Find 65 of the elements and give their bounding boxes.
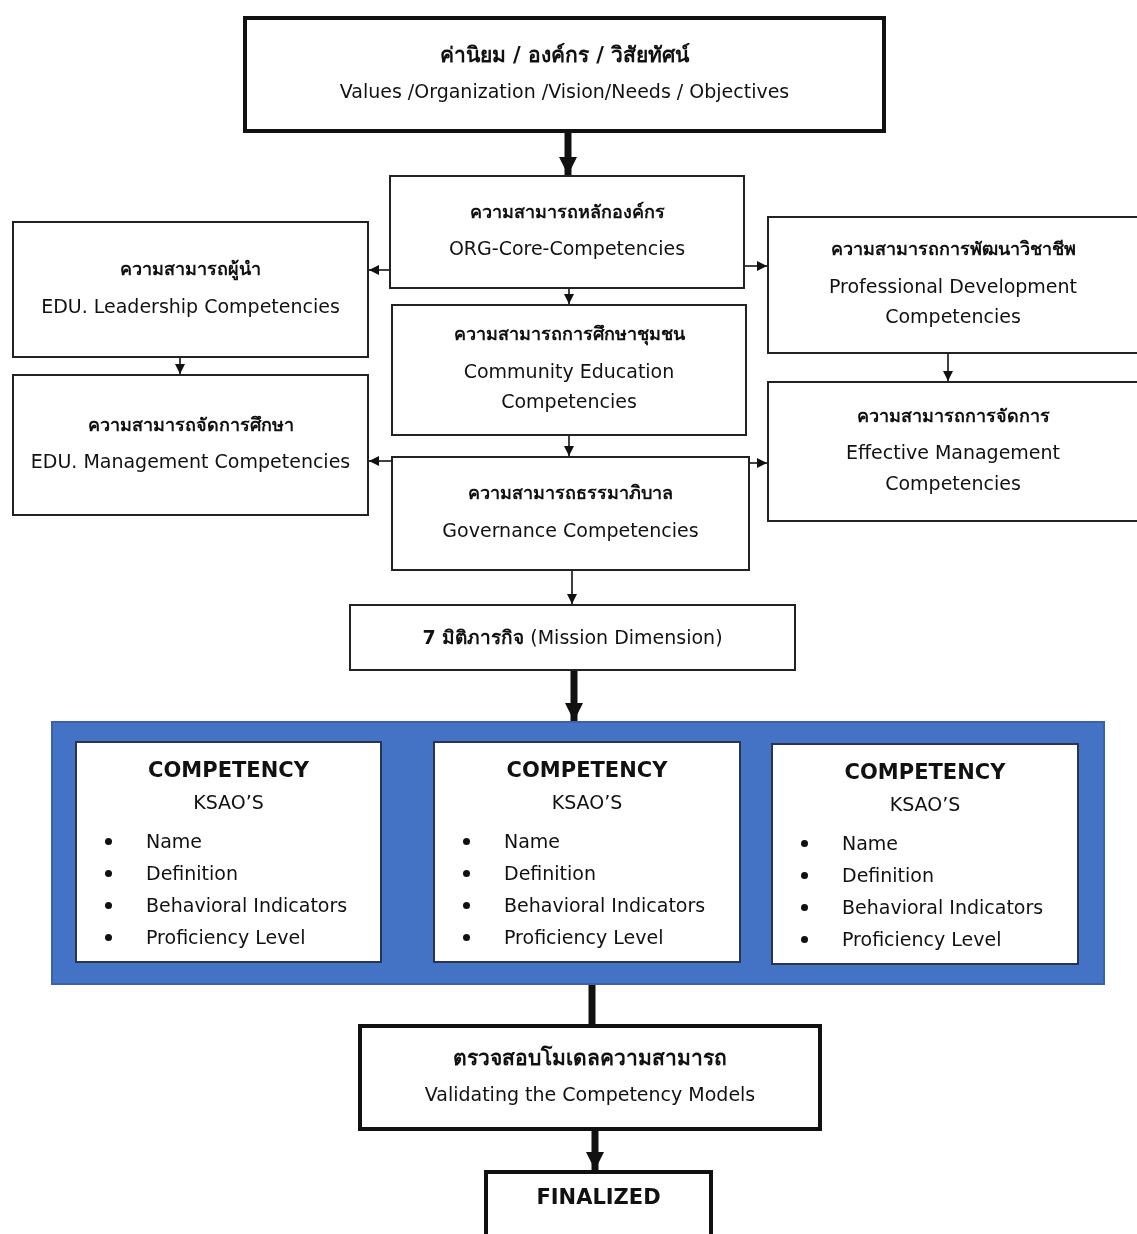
list-item: Proficiency Level [146,925,306,951]
process-box [391,456,750,571]
list-item: Definition [146,861,238,887]
node-heading: ความสามารถการจัดการ [856,404,1050,428]
arrow [586,1131,604,1170]
card-subtitle: KSAO’S [551,791,623,814]
list-item: Definition [842,863,934,889]
list-item: Name [504,829,561,855]
list-item: Definition [504,861,596,887]
node-text: Values /Organization /Vision/Needs / Objectives [339,79,790,105]
node-text: Community Education Competencies [462,358,676,415]
list-item: Name [842,831,899,857]
competency-card [75,741,382,963]
node-heading: ตรวจสอบโมเดลความสามารถ [453,1045,727,1072]
list-item: Proficiency Level [842,927,1002,953]
process-box [12,221,369,358]
node-text: Governance Competencies [442,517,699,543]
arrow [559,133,577,175]
arrow [749,458,768,468]
process-box [243,16,886,133]
process-box [389,175,745,289]
arrow [368,265,390,275]
card-title: COMPETENCY [148,757,309,784]
card-title: COMPETENCY [506,757,668,784]
arrow [943,353,953,382]
node-heading: ความสามารถการพัฒนาวิชาชีพ [830,238,1076,261]
arrow [744,261,768,271]
card-subtitle: KSAO’S [193,791,264,814]
arrow [565,671,583,721]
process-box [484,1170,713,1234]
node-heading: ความสามารถการศึกษาชุมชน [453,323,685,346]
arrow [564,288,574,305]
node-heading: ความสามารถผู้นำ [120,258,261,281]
node-heading: ความสามารถจัดการศึกษา [87,413,294,437]
arrow [567,570,577,605]
process-box [12,374,369,516]
node-text: 7 มิติภารกิจ (Mission Dimension) [422,625,723,651]
process-box [358,1024,822,1131]
process-box [391,304,747,436]
list-item: Behavioral Indicators [504,893,706,919]
node-heading: FINALIZED [536,1184,661,1211]
node-text: EDU. Leadership Competencies [41,293,340,319]
list-item: Behavioral Indicators [146,893,348,919]
list-item: Name [146,829,203,855]
arrow [564,435,574,457]
arrow [175,357,185,375]
list-item: Behavioral Indicators [842,895,1044,921]
process-box [767,216,1137,354]
process-box [767,381,1137,522]
competency-card [771,743,1079,965]
node-text: ORG-Core-Competencies [448,236,686,262]
node-text: Professional Development Competencies [827,273,1079,330]
node-text: EDU. Management Competencies [30,449,351,475]
node-text: Effective Management Competencies [844,440,1062,496]
card-title: COMPETENCY [844,759,1006,786]
arrow [368,456,392,466]
card-subtitle: KSAO’S [889,793,961,816]
group-panel [51,721,1105,985]
competency-card [433,741,741,963]
node-heading: ความสามารถธรรมาภิบาล [468,482,673,505]
process-box [349,604,796,671]
node-heading: ค่านิยม / องค์กร / วิสัยทัศน์ [439,42,690,69]
node-text: Validating the Competency Models [424,1082,756,1108]
list-item: Proficiency Level [504,925,664,951]
node-heading: ความสามารถหลักองค์กร [469,200,665,224]
